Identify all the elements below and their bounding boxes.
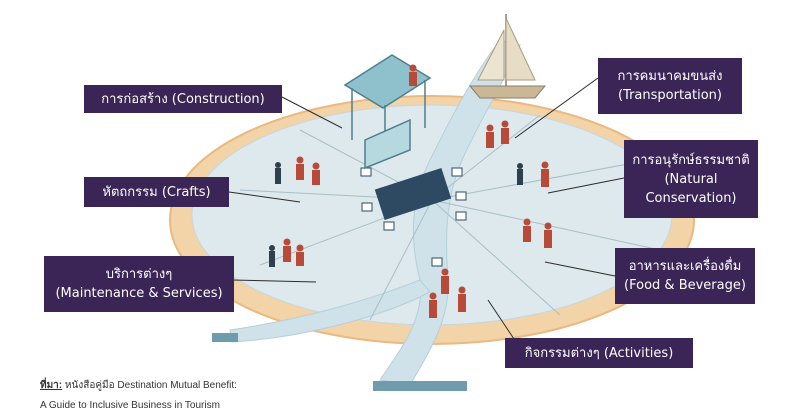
label-natural-conservation: การอนุรักษ์ธรรมชาติ (Natural Conservatio… <box>624 140 758 218</box>
label-activities: กิจกรรมต่างๆ (Activities) <box>505 338 693 368</box>
source-line2: A Guide to Inclusive Business in Tourism <box>40 400 220 411</box>
construction-scene <box>343 54 432 170</box>
label-conservation-en1: (Natural <box>664 171 718 187</box>
label-construction-text: การก่อสร้าง (Construction) <box>101 91 265 107</box>
river-tag-bottom <box>373 381 467 391</box>
label-services-th: บริการต่างๆ <box>105 267 173 282</box>
label-services-en: (Maintenance & Services) <box>55 286 223 301</box>
label-crafts: หัตถกรรม (Crafts) <box>84 177 229 207</box>
label-construction: การก่อสร้าง (Construction) <box>84 85 282 113</box>
label-food-beverage: อาหารและเครื่องดื่ม (Food & Beverage) <box>615 248 755 304</box>
source-line1: หนังสือคู่มือ Destination Mutual Benefit… <box>64 380 237 391</box>
label-activities-text: กิจกรรมต่างๆ (Activities) <box>524 345 674 361</box>
label-transportation: การคมนาคมขนส่ง (Transportation) <box>598 58 742 114</box>
label-transportation-th: การคมนาคมขนส่ง <box>617 69 723 84</box>
river-tag-left <box>212 333 238 342</box>
leader-lines <box>228 77 625 346</box>
label-conservation-th: การอนุรักษ์ธรรมชาติ <box>632 152 750 168</box>
label-crafts-text: หัตถกรรม (Crafts) <box>102 184 211 200</box>
label-conservation-en2: Conservation) <box>645 190 737 206</box>
label-maintenance-services: บริการต่างๆ (Maintenance & Services) <box>44 256 234 312</box>
label-food-th: อาหารและเครื่องดื่ม <box>628 259 742 274</box>
source-caption-line1: ที่มา: หนังสือคู่มือ Destination Mutual … <box>40 378 237 393</box>
sector-icons <box>360 167 467 267</box>
dark-figures <box>269 162 523 267</box>
source-caption-line2: A Guide to Inclusive Business in Tourism <box>40 400 220 411</box>
people-figures <box>283 64 552 318</box>
label-transportation-en: (Transportation) <box>617 88 722 103</box>
sailboat <box>468 14 547 99</box>
label-food-en: (Food & Beverage) <box>624 278 746 293</box>
source-prefix: ที่มา: <box>40 380 63 391</box>
center-sign <box>374 167 452 221</box>
